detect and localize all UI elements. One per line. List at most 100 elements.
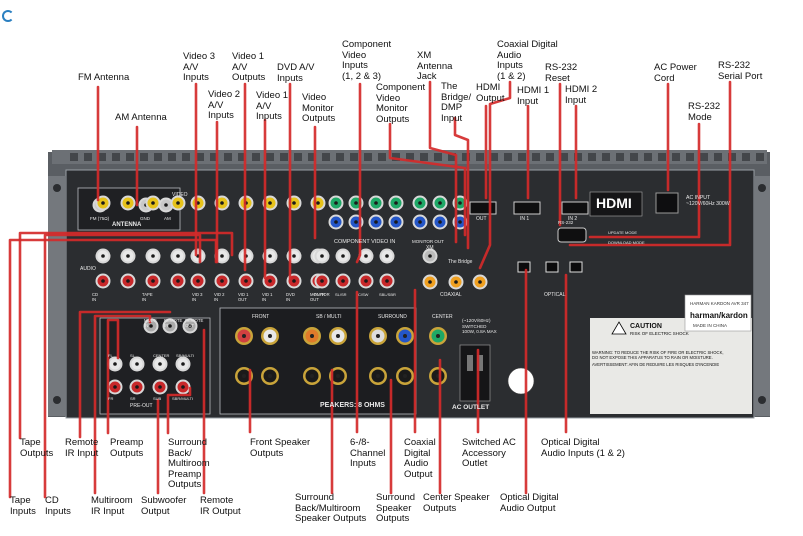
screw bbox=[53, 396, 61, 404]
callout-surround-speaker-outputs: Surround Speaker Outputs bbox=[376, 492, 416, 524]
callout-rs232-serial-port: RS-232 Serial Port bbox=[718, 60, 763, 82]
vent-slot bbox=[462, 153, 470, 161]
preout-label: SB/MULTI bbox=[176, 353, 195, 358]
ch8-jack-pin bbox=[385, 254, 389, 258]
audio-l-jack-pin bbox=[151, 254, 155, 258]
video-jack-pin bbox=[176, 201, 180, 205]
ch8-jack-pin bbox=[341, 279, 345, 283]
callout-component-video-monitor-outputs: Component Video Monitor Outputs bbox=[376, 82, 426, 125]
jack-label: MONITOR OUT bbox=[310, 292, 330, 303]
surround-label: SURROUND bbox=[378, 314, 407, 320]
audio-r-jack-pin bbox=[292, 279, 296, 283]
vent-slot bbox=[280, 153, 288, 161]
vent-slot bbox=[224, 153, 232, 161]
audio-l-jack-pin bbox=[101, 254, 105, 258]
hdmi-in1-label: IN 1 bbox=[520, 216, 530, 222]
jack-label: CD IN bbox=[92, 292, 99, 303]
speaker-post-bottom-hole bbox=[242, 374, 246, 378]
callout-switched-ac-accessory-outlet: Switched AC Accessory Outlet bbox=[462, 437, 516, 469]
ac-cord-socket bbox=[655, 192, 679, 214]
coax-out-jack-pin bbox=[428, 280, 432, 284]
update-mode-label: UPDATE MODE bbox=[608, 230, 638, 235]
vent-slot bbox=[532, 153, 540, 161]
caution-title: CAUTION bbox=[630, 323, 662, 330]
video-jack-pin bbox=[101, 201, 105, 205]
callout-video1-av-inputs: Video 1 A/V Inputs bbox=[256, 90, 289, 122]
hdmi-logo-box bbox=[589, 191, 643, 217]
speaker-post-top-hole bbox=[403, 334, 407, 338]
leader-line-tape-inputs bbox=[8, 238, 218, 499]
multi-in-jack-pin bbox=[149, 324, 153, 328]
speaker-post-top-hole bbox=[268, 334, 272, 338]
vent-slot bbox=[672, 153, 680, 161]
sbmulti-label: SB / MULTI bbox=[316, 314, 342, 320]
vent-slot bbox=[168, 153, 176, 161]
jack-label: VID 1 IN bbox=[262, 292, 273, 303]
callout-video-monitor-outputs: Video Monitor Outputs bbox=[302, 92, 336, 124]
preout-jack-pin bbox=[181, 385, 185, 389]
preout-label: CENTER bbox=[153, 353, 170, 358]
preout-jack-pin bbox=[113, 385, 117, 389]
speaker-post-bottom-hole bbox=[268, 374, 272, 378]
leader-line-component-video-monitor-outputs bbox=[388, 122, 467, 237]
the-bridge-label: The Bridge bbox=[448, 259, 473, 265]
ch8-jack-pin bbox=[385, 279, 389, 283]
speaker-post-bottom-hole bbox=[310, 374, 314, 378]
component-y-jack-pin bbox=[394, 201, 398, 205]
component-pb-jack-pin bbox=[438, 220, 442, 224]
vent-slot bbox=[196, 153, 204, 161]
preout-jack-pin bbox=[181, 362, 185, 366]
vent-slot bbox=[182, 153, 190, 161]
callout-surround-back-multiroom-speaker-outputs: Surround Back/Multiroom Speaker Outputs bbox=[295, 492, 367, 524]
audio-r-jack-pin bbox=[196, 279, 200, 283]
optical-label: OPTICAL bbox=[544, 292, 566, 298]
front-label: FRONT bbox=[252, 314, 270, 320]
remote-out-label: REMOTE OUT bbox=[185, 318, 204, 329]
leader-line-rs232-mode bbox=[588, 122, 701, 239]
component-video-in-label: COMPONENT VIDEO IN bbox=[334, 239, 396, 245]
ch8-jack-pin bbox=[320, 279, 324, 283]
monitor-out-label: MONITOR OUT bbox=[412, 239, 444, 244]
jack-label: VID 1 OUT bbox=[238, 292, 249, 303]
optical-in2-port bbox=[569, 261, 583, 273]
component-pb-jack-pin bbox=[458, 220, 462, 224]
hdmi-in1-port bbox=[513, 201, 541, 215]
callout-hdmi1-input: HDMI 1 Input bbox=[517, 85, 550, 107]
preout-jack-pin bbox=[158, 362, 162, 366]
rs232-label: RS-232 bbox=[558, 220, 574, 225]
preout-jack-pin bbox=[158, 385, 162, 389]
audio-r-jack-pin bbox=[176, 279, 180, 283]
component-y-jack-pin bbox=[354, 201, 358, 205]
video-jack-pin bbox=[292, 201, 296, 205]
callout-video3-av-inputs: Video 3 A/V Inputs bbox=[183, 51, 216, 83]
vent-slot bbox=[420, 153, 428, 161]
callout-rs232-reset: RS-232 Reset bbox=[545, 62, 578, 84]
left-side bbox=[48, 176, 66, 416]
callout-hdmi2-input: HDMI 2 Input bbox=[565, 84, 598, 106]
component-y-jack-pin bbox=[418, 201, 422, 205]
vent-slot bbox=[364, 153, 372, 161]
leader-line-component-video-inputs bbox=[355, 82, 362, 264]
screw bbox=[53, 184, 61, 192]
component-y-jack-pin bbox=[374, 201, 378, 205]
callout-rs232-mode: RS-232 Mode bbox=[688, 101, 721, 123]
pre-out-label: PRE-OUT bbox=[130, 403, 153, 409]
speaker-post-bottom-hole bbox=[336, 374, 340, 378]
callout-six-eight-channel-inputs: 6-/8- Channel Inputs bbox=[350, 437, 386, 469]
callout-tape-inputs: Tape Inputs bbox=[10, 495, 36, 517]
rs232-port bbox=[557, 227, 587, 243]
vent-slot bbox=[84, 153, 92, 161]
vent-slot bbox=[756, 153, 764, 161]
remote-ir-jack-pin bbox=[168, 324, 172, 328]
callout-optical-digital-audio-output: Optical Digital Audio Output bbox=[500, 492, 559, 514]
callout-hdmi-output: HDMI Output bbox=[476, 82, 505, 104]
vent-slot bbox=[490, 153, 498, 161]
leader-line-coaxial-digital-audio-inputs bbox=[478, 80, 512, 270]
warning-text: WARNING: TO REDUCE THE RISK OF FIRE OR E… bbox=[592, 350, 724, 361]
preout-jack-pin bbox=[135, 385, 139, 389]
gnd-label: GND bbox=[140, 216, 150, 221]
callout-xm-antenna-jack: XM Antenna Jack bbox=[417, 50, 453, 82]
speakers-label: PEAKERS: 8 OHMS bbox=[320, 402, 385, 409]
ac-outlet-label: AC OUTLET bbox=[452, 404, 490, 411]
